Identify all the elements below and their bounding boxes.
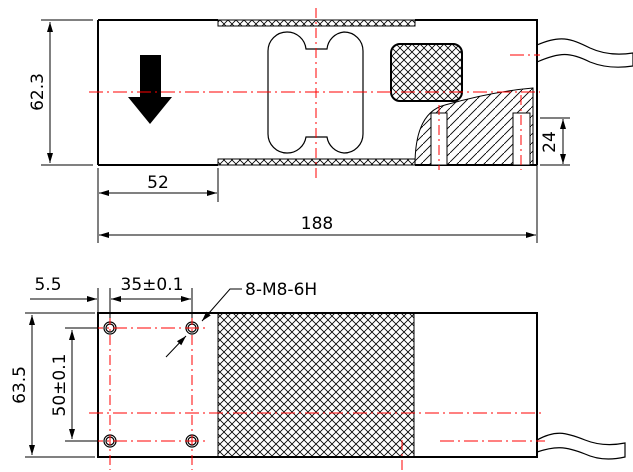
thread-leader-line — [201, 288, 242, 322]
bottom-view: 63.5 50±0.1 5.5 35±0.1 8-M8-6H — [10, 275, 626, 472]
bottom-centerlines-h — [89, 327, 545, 442]
depth-dim-label: 24 — [540, 131, 560, 153]
centerline-horizontal — [89, 54, 540, 93]
top-extension-lines — [97, 288, 193, 318]
bending-slot — [267, 31, 364, 154]
hole-spacing-v-dim-label: 50±0.1 — [50, 354, 70, 417]
depth-extension-lines — [540, 117, 570, 166]
load-offset-dim-label: 52 — [147, 173, 169, 193]
mounting-holes — [103, 321, 199, 448]
thread-callout-label: 8-M8-6H — [245, 280, 317, 300]
bottom-centerlines-v — [109, 315, 403, 472]
centerline-vertical — [315, 8, 522, 178]
bottom-gauge-area — [217, 312, 415, 458]
top-view: 62.3 52 188 24 — [28, 8, 633, 243]
load-arrow-icon — [128, 55, 172, 124]
length-extension-lines — [97, 165, 538, 243]
width-dim-label: 63.5 — [10, 366, 30, 404]
bottom-extension-lines — [25, 312, 98, 458]
cover-plate — [390, 43, 463, 102]
edge-offset-dim-label: 5.5 — [34, 275, 61, 295]
cable — [536, 38, 633, 68]
height-extension-lines — [41, 19, 93, 166]
hole-spacing-h-dim-label: 35±0.1 — [121, 275, 184, 295]
thread-leader-tail — [165, 335, 187, 358]
bottom-cable — [536, 432, 626, 460]
height-dim-label: 62.3 — [28, 73, 48, 111]
length-dim-label: 188 — [301, 214, 333, 234]
body-outline — [97, 19, 538, 166]
